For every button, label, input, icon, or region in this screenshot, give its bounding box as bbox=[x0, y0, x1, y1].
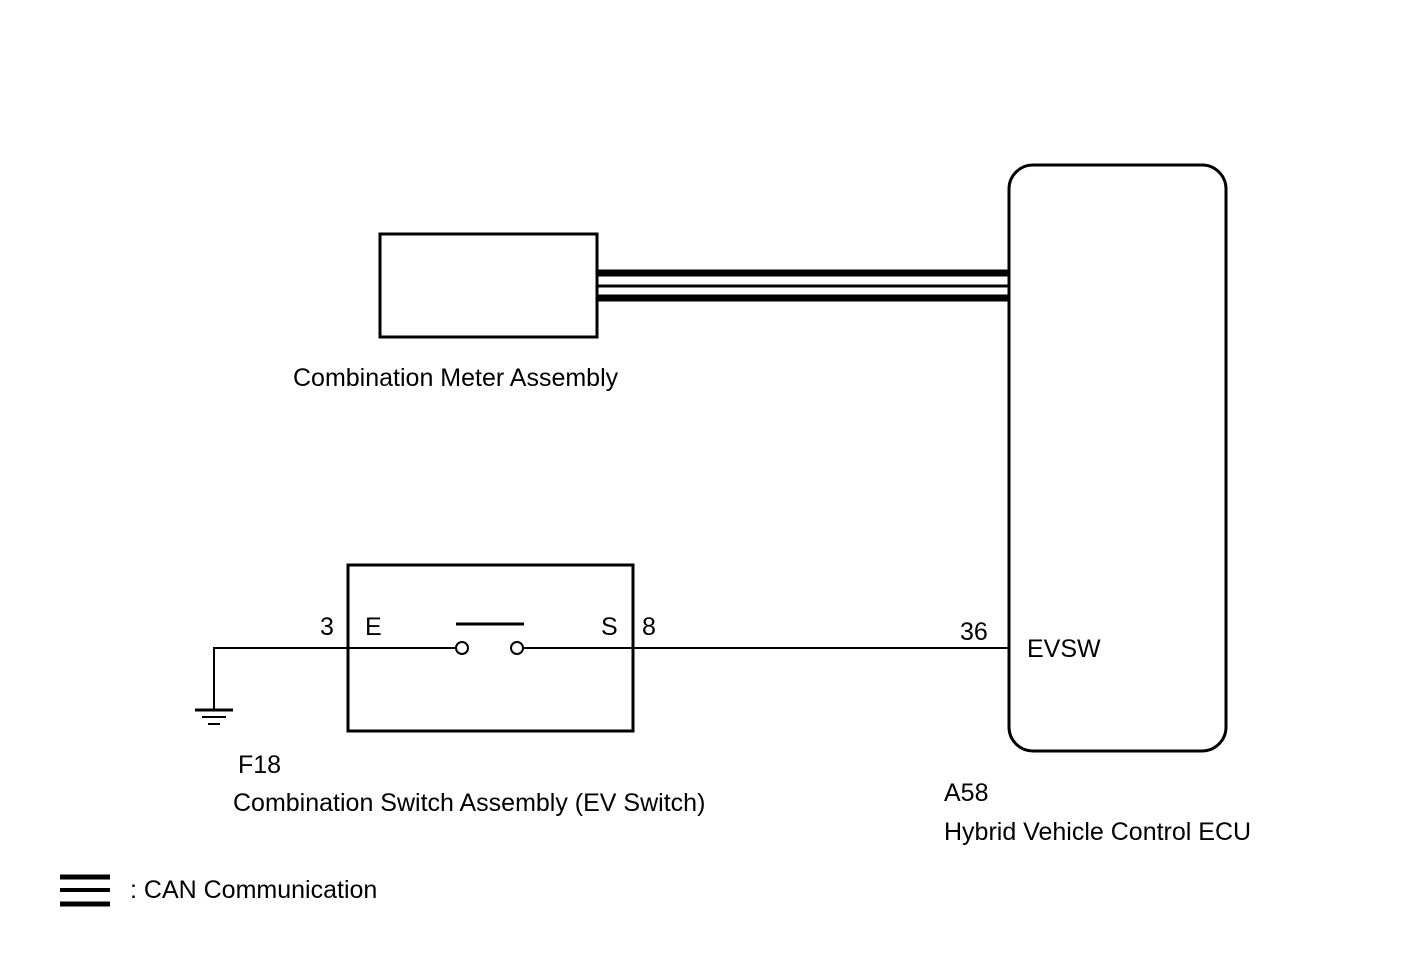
meter-label: Combination Meter Assembly bbox=[293, 364, 619, 392]
can-legend-label: : CAN Communication bbox=[130, 876, 377, 904]
switch-pin-left-number: 3 bbox=[320, 613, 334, 641]
switch-label: Combination Switch Assembly (EV Switch) bbox=[233, 789, 705, 817]
ecu-connector-id: A58 bbox=[944, 779, 988, 807]
ground-icon bbox=[195, 708, 233, 725]
can-legend-icon bbox=[60, 874, 110, 907]
switch-contact-icon bbox=[455, 622, 524, 655]
switch-pin-right-number: 8 bbox=[642, 613, 656, 641]
can-bus-lines bbox=[597, 269, 1009, 302]
ecu-label: Hybrid Vehicle Control ECU bbox=[944, 818, 1251, 846]
switch-pin-left-name: E bbox=[365, 613, 382, 641]
ecu-pin-name: EVSW bbox=[1027, 635, 1101, 663]
ecu-box bbox=[1007, 163, 1228, 753]
switch-pin-right-name: S bbox=[601, 613, 618, 641]
meter-box bbox=[378, 232, 599, 339]
ecu-pin-number: 36 bbox=[960, 618, 988, 646]
switch-connector-id: F18 bbox=[238, 751, 281, 779]
ground-wire bbox=[213, 647, 348, 710]
